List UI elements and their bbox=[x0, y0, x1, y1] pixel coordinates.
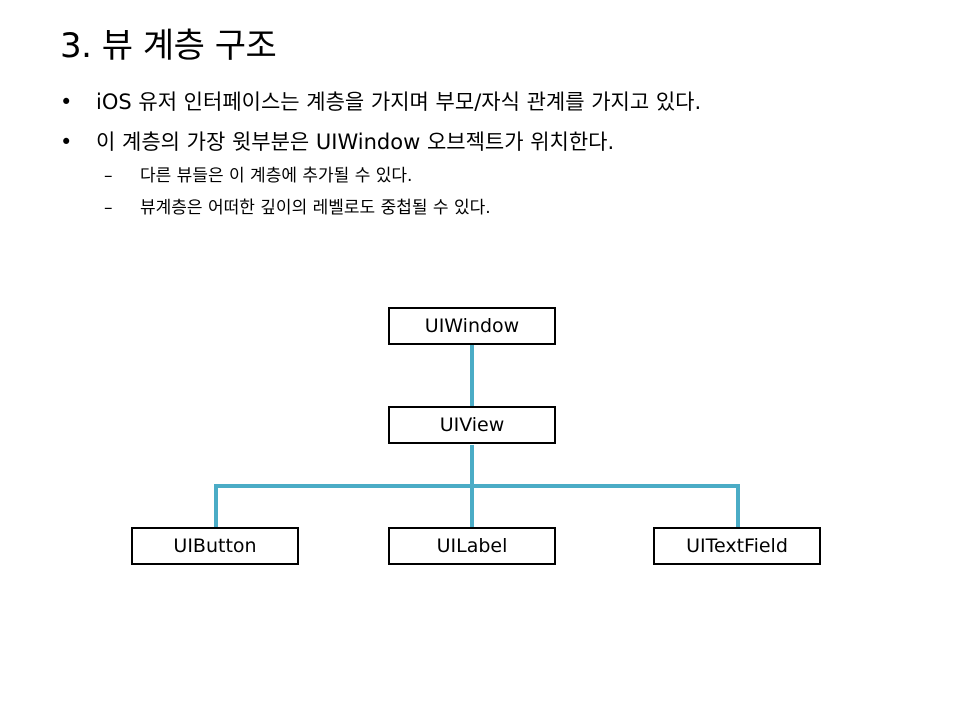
bullet-marker: • bbox=[60, 90, 73, 114]
node-uitextfield: UITextField bbox=[653, 527, 821, 565]
connector-to-textfield bbox=[736, 484, 740, 528]
bullet-item: • iOS 유저 인터페이스는 계층을 가지며 부모/자식 관계를 가지고 있다… bbox=[60, 88, 900, 116]
slide-title: 3. 뷰 계층 구조 bbox=[60, 26, 277, 66]
node-uilabel: UILabel bbox=[388, 527, 556, 565]
sub-bullet-item: – 다른 뷰들은 이 계층에 추가될 수 있다. bbox=[60, 164, 900, 188]
sub-bullet-marker: – bbox=[104, 166, 113, 186]
sub-bullet-list: – 다른 뷰들은 이 계층에 추가될 수 있다. – 뷰계층은 어떠한 깊이의 … bbox=[60, 164, 900, 220]
node-uiwindow: UIWindow bbox=[388, 307, 556, 345]
sub-bullet-text: 다른 뷰들은 이 계층에 추가될 수 있다. bbox=[140, 166, 413, 186]
connector-horizontal-bus bbox=[214, 484, 740, 488]
connector-to-button bbox=[214, 484, 218, 528]
sub-bullet-marker: – bbox=[104, 198, 113, 218]
sub-bullet-text: 뷰계층은 어떠한 깊이의 레벨로도 중첩될 수 있다. bbox=[140, 198, 491, 218]
node-uiview: UIView bbox=[388, 406, 556, 444]
bullet-item: • 이 계층의 가장 윗부분은 UIWindow 오브젝트가 위치한다. bbox=[60, 128, 900, 156]
connector-window-view bbox=[470, 345, 474, 407]
connector-view-trunk bbox=[470, 445, 474, 487]
bullet-marker: • bbox=[60, 130, 73, 154]
bullet-list: • iOS 유저 인터페이스는 계층을 가지며 부모/자식 관계를 가지고 있다… bbox=[60, 88, 900, 220]
node-uibutton: UIButton bbox=[131, 527, 299, 565]
sub-bullet-item: – 뷰계층은 어떠한 깊이의 레벨로도 중첩될 수 있다. bbox=[60, 196, 900, 220]
connector-to-label bbox=[470, 484, 474, 528]
bullet-text: 이 계층의 가장 윗부분은 UIWindow 오브젝트가 위치한다. bbox=[96, 130, 615, 154]
bullet-text: iOS 유저 인터페이스는 계층을 가지며 부모/자식 관계를 가지고 있다. bbox=[96, 90, 702, 114]
